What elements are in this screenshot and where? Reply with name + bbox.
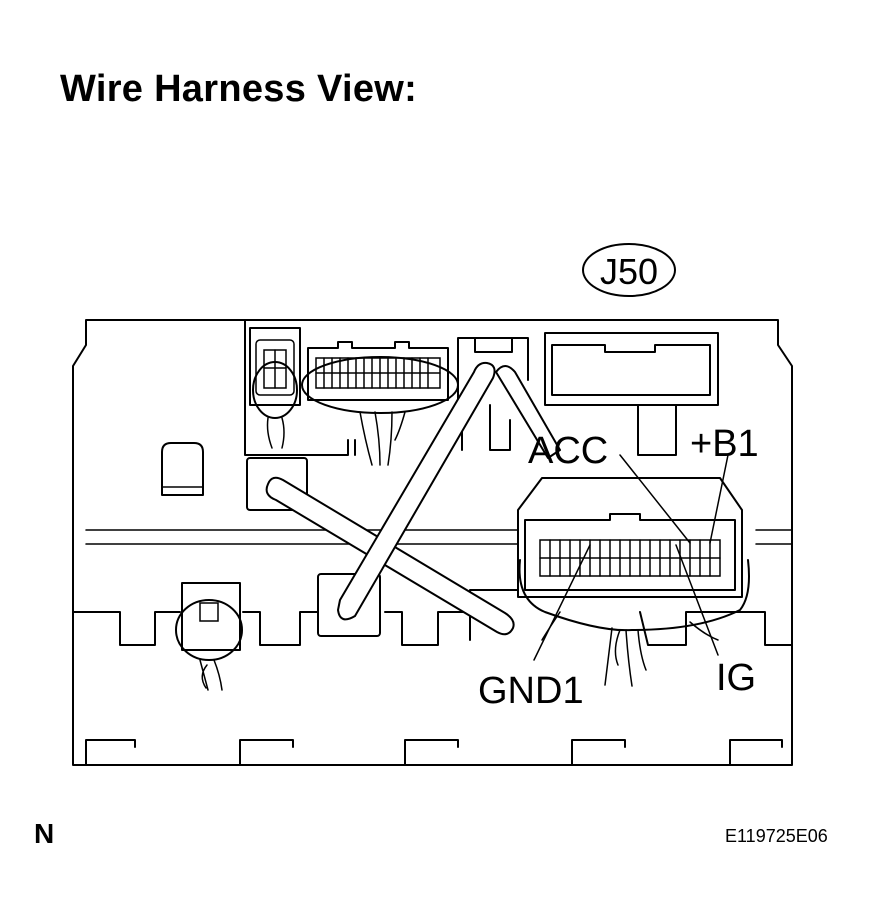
diagram-title: Wire Harness View: [60, 68, 418, 110]
terminal-label-gnd1: GND1 [478, 670, 584, 712]
bottom-clip-1 [85, 739, 136, 766]
mount-tab-left [161, 442, 204, 496]
wire-guide-center [317, 573, 381, 637]
center-top-bracket [457, 337, 529, 421]
terminal-label-ig: IG [716, 657, 756, 699]
orientation-mark: N [34, 818, 55, 849]
bottom-clip-4 [571, 739, 626, 766]
small-connector-lower-left [175, 582, 243, 691]
upper-right-socket [544, 332, 719, 456]
gnd1-leader [533, 544, 591, 661]
ig-leader [675, 544, 719, 656]
harness-wire-diagonal-3 [495, 365, 561, 459]
connector-j50-cavities [539, 539, 721, 577]
terminal-label-acc: ACC [528, 430, 608, 472]
bottom-ledge [72, 611, 793, 646]
bottom-clip-3 [404, 739, 459, 766]
wire-guide-left [246, 457, 308, 511]
figure-code: E119725E06 [725, 826, 828, 846]
bottom-clip-2 [239, 739, 294, 766]
harness-wire-diagonal-2 [337, 361, 496, 621]
terminal-label-b1: +B1 [690, 423, 759, 465]
bottom-clip-5 [729, 739, 783, 766]
connector-id-ellipse [582, 243, 676, 297]
wide-connector-top [301, 341, 459, 466]
upper-bracket [244, 319, 356, 456]
connector-j50 [517, 477, 750, 687]
wire-guide-right [469, 589, 521, 641]
b1-leader [709, 454, 729, 544]
small-connector-top-left [249, 327, 301, 449]
acc-leader [619, 454, 691, 544]
panel-outline [72, 319, 793, 766]
connector-id-label: J50 [600, 251, 658, 292]
